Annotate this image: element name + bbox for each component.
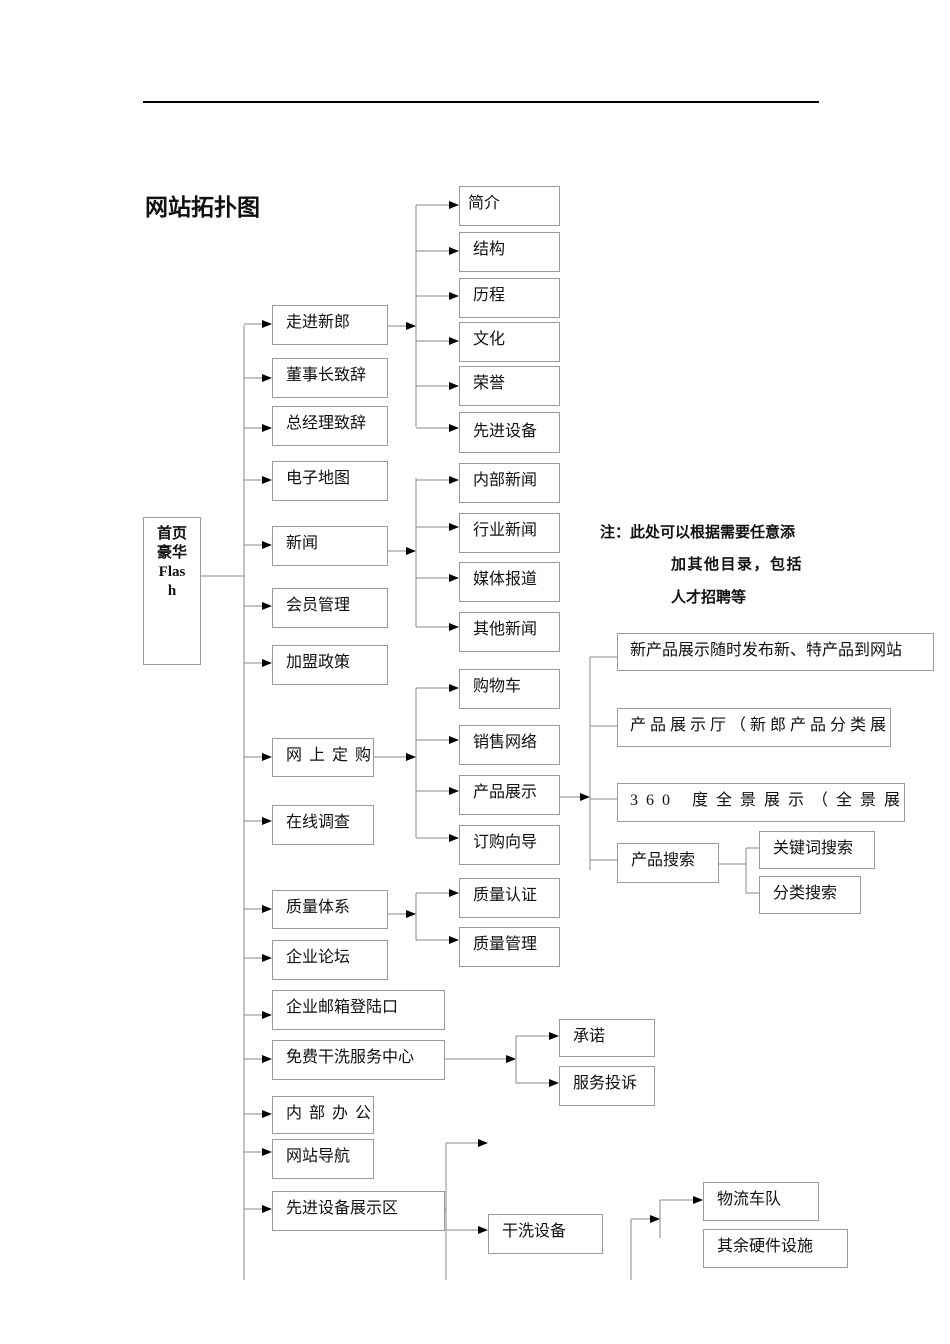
node-news: 新闻: [272, 526, 388, 566]
arrow-head-icon: [693, 1196, 703, 1204]
arrow-head-icon: [650, 1215, 660, 1223]
node-logistics: 物流车队: [703, 1182, 819, 1221]
arrow-head-icon: [449, 834, 459, 842]
arrow-head-icon: [549, 1079, 559, 1087]
arrow-head-icon: [449, 201, 459, 209]
arrow-head-icon: [406, 322, 416, 330]
note-line-2: 加其他目录，包括: [671, 555, 804, 573]
arrow-head-icon: [449, 623, 459, 631]
root-label: 豪华: [156, 545, 187, 561]
arrow-head-icon: [262, 1011, 272, 1019]
node-showroom: 产品展示厅（新郎产品分类展: [617, 708, 891, 747]
node-product-display: 产品展示: [459, 775, 560, 815]
node-chairman: 董事长致辞: [272, 358, 388, 398]
node-order: 网上定购: [272, 738, 374, 777]
arrow-head-icon: [262, 753, 272, 761]
node-industry-news: 行业新闻: [459, 513, 560, 553]
arrow-head-icon: [262, 817, 272, 825]
arrow-head-icon: [262, 374, 272, 382]
node-media: 媒体报道: [459, 562, 560, 602]
arrow-head-icon: [262, 424, 272, 432]
node-members: 会员管理: [272, 588, 388, 628]
arrow-head-icon: [449, 382, 459, 390]
arrow-head-icon: [262, 1205, 272, 1213]
arrow-head-icon: [262, 602, 272, 610]
arrow-head-icon: [406, 547, 416, 555]
root-node: 首页 豪华 Flas h: [143, 517, 201, 665]
arrow-head-icon: [478, 1226, 488, 1234]
node-other-facilities: 其余硬件设施: [703, 1229, 848, 1268]
node-equipment: 先进设备: [459, 412, 560, 453]
node-complaints: 服务投诉: [559, 1066, 655, 1106]
arrow-head-icon: [262, 905, 272, 913]
arrow-head-icon: [580, 793, 590, 801]
note-line-3: 人才招聘等: [671, 588, 747, 606]
node-internal-news: 内部新闻: [459, 463, 560, 503]
node-new-products: 新产品展示随时发布新、特产品到网站: [617, 633, 934, 671]
node-laundry: 免费干洗服务中心: [272, 1040, 445, 1080]
node-equipment-area: 先进设备展示区: [272, 1191, 445, 1231]
arrow-head-icon: [262, 1055, 272, 1063]
arrow-head-icon: [449, 476, 459, 484]
arrow-head-icon: [262, 320, 272, 328]
node-certification: 质量认证: [459, 878, 560, 918]
arrow-head-icon: [406, 753, 416, 761]
node-promise: 承诺: [559, 1019, 655, 1057]
arrow-head-icon: [449, 247, 459, 255]
node-quality-management: 质量管理: [459, 927, 560, 967]
node-about: 走进新郎: [272, 305, 388, 345]
node-map: 电子地图: [272, 461, 388, 501]
node-office: 内部办公: [272, 1096, 374, 1134]
arrow-head-icon: [449, 574, 459, 582]
node-franchise: 加盟政策: [272, 645, 388, 685]
node-sales-network: 销售网络: [459, 725, 560, 765]
arrow-head-icon: [449, 787, 459, 795]
arrow-head-icon: [449, 889, 459, 897]
note-line-1: 注：此处可以根据需要任意添: [600, 523, 796, 541]
arrow-head-icon: [449, 523, 459, 531]
arrow-head-icon: [406, 910, 416, 918]
node-order-guide: 订购向导: [459, 825, 560, 865]
node-keyword-search: 关键词搜索: [759, 831, 875, 869]
node-structure: 结构: [459, 232, 560, 272]
node-culture: 文化: [459, 322, 560, 362]
node-category-search: 分类搜索: [759, 876, 861, 914]
page-title: 网站拓扑图: [145, 195, 260, 221]
arrow-head-icon: [478, 1139, 488, 1147]
node-dry-cleaning-equipment: 干洗设备: [488, 1214, 603, 1254]
root-label: 首页: [156, 526, 187, 542]
arrow-head-icon: [262, 954, 272, 962]
node-honor: 荣誉: [459, 366, 560, 406]
node-mail: 企业邮箱登陆口: [272, 990, 445, 1030]
arrow-head-icon: [449, 736, 459, 744]
arrow-head-icon: [449, 424, 459, 432]
node-cart: 购物车: [459, 669, 560, 709]
root-label: h: [167, 583, 177, 599]
arrow-head-icon: [449, 936, 459, 944]
node-navigation: 网站导航: [272, 1139, 374, 1179]
node-intro: 简介: [459, 186, 560, 226]
node-survey: 在线调查: [272, 805, 374, 845]
root-label: Flas: [158, 564, 186, 580]
arrow-head-icon: [549, 1032, 559, 1040]
arrow-head-icon: [262, 1148, 272, 1156]
header-rule: [143, 101, 819, 103]
node-history: 历程: [459, 278, 560, 318]
arrow-head-icon: [262, 1110, 272, 1118]
arrow-head-icon: [449, 337, 459, 345]
arrow-head-icon: [262, 659, 272, 667]
arrow-head-icon: [506, 1055, 516, 1063]
arrow-head-icon: [449, 292, 459, 300]
node-gm: 总经理致辞: [272, 406, 388, 446]
node-other-news: 其他新闻: [459, 612, 560, 652]
arrow-head-icon: [449, 684, 459, 692]
arrow-head-icon: [262, 476, 272, 484]
node-quality: 质量体系: [272, 890, 388, 929]
node-360-view: 360 度全景展示（全景展示: [617, 783, 905, 822]
arrow-head-icon: [262, 541, 272, 549]
node-product-search: 产品搜索: [617, 843, 719, 883]
node-forum: 企业论坛: [272, 940, 388, 980]
